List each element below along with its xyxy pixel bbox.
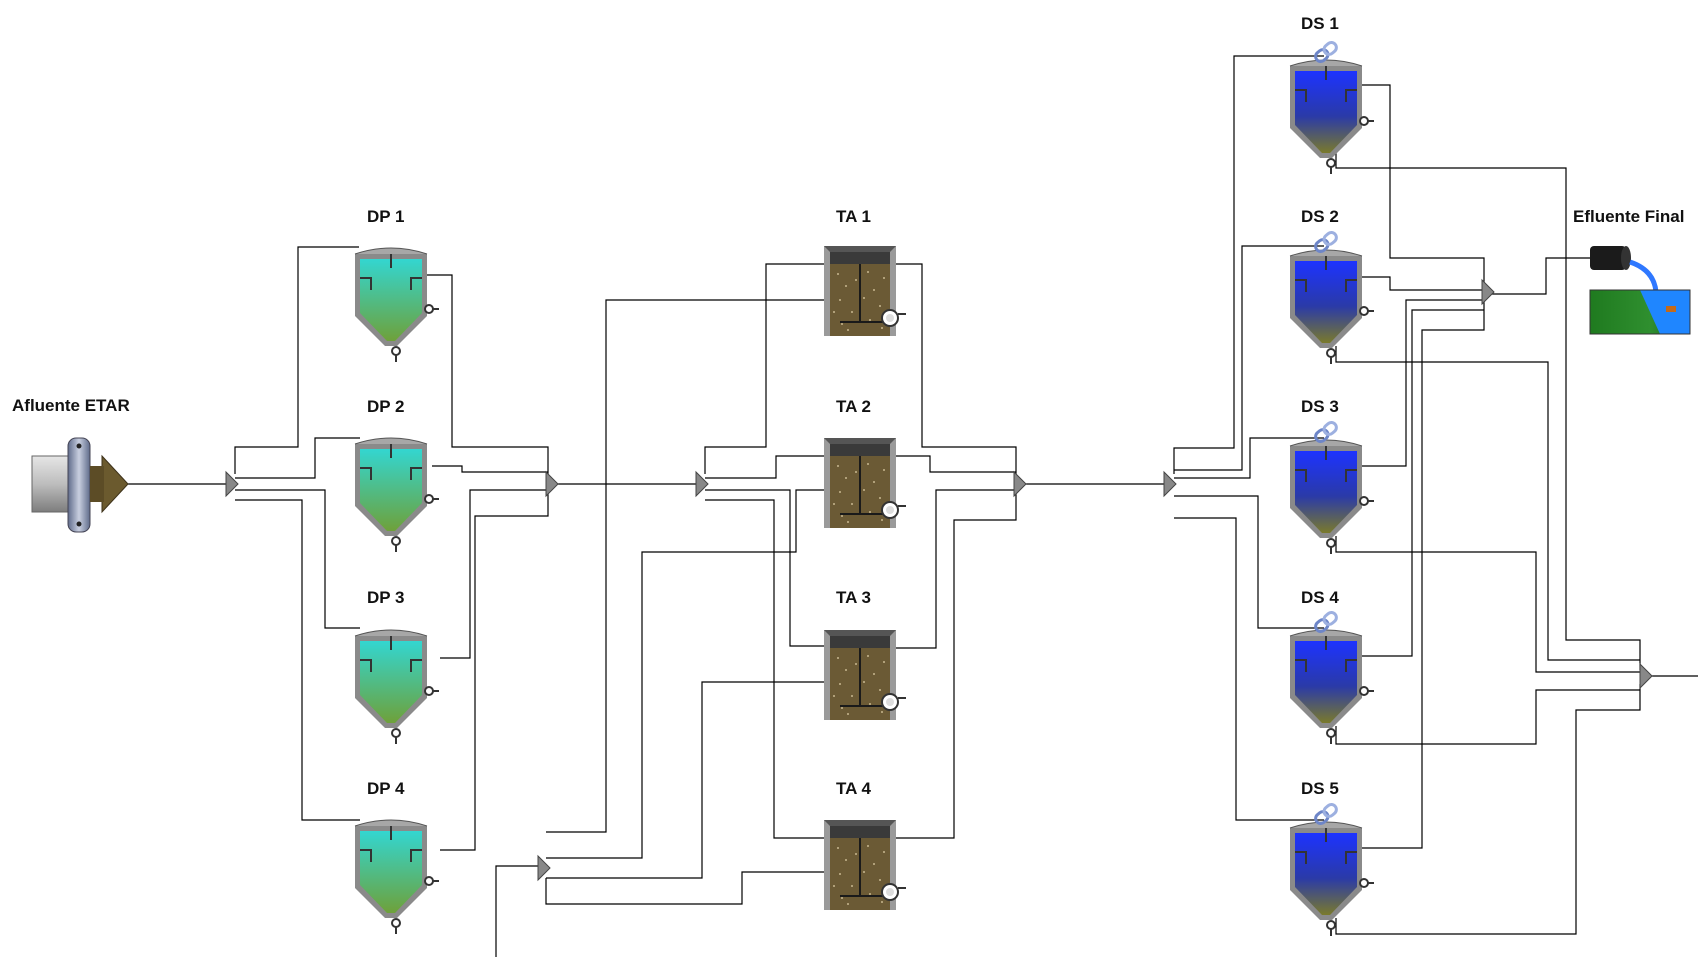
aeration-tank-ta4[interactable]: TA 4 — [823, 779, 907, 911]
clarifier-link-icon — [1288, 228, 1376, 366]
aeration-tank-icon — [823, 629, 907, 721]
secondary-clarifier-ds2[interactable]: DS 2 — [1288, 207, 1376, 366]
secondary-clarifier-ds3[interactable]: DS 3 — [1288, 397, 1376, 556]
dp4-label: DP 4 — [367, 779, 405, 798]
aeration-tank-ta2[interactable]: TA 2 — [823, 397, 907, 529]
mixer-2[interactable] — [1013, 471, 1027, 497]
clarifier-link-icon — [1288, 800, 1376, 938]
influent-label: Afluente ETAR — [12, 396, 130, 415]
splitter-3[interactable] — [1163, 471, 1177, 497]
effluent-mixer[interactable] — [1481, 279, 1495, 305]
effluent-unit[interactable]: Efluente Final — [1573, 207, 1691, 335]
mixer-1[interactable] — [545, 471, 559, 497]
river-discharge-icon — [1589, 246, 1691, 335]
primary-clarifier-dp4[interactable]: DP 4 — [354, 779, 440, 935]
ta3-label: TA 3 — [836, 588, 871, 607]
clarifier-icon — [354, 819, 440, 935]
aeration-tank-ta1[interactable]: TA 1 — [823, 207, 907, 337]
primary-clarifier-dp1[interactable]: DP 1 — [354, 207, 440, 363]
splitter-2[interactable] — [695, 471, 709, 497]
pipe-flange-icon — [31, 437, 129, 533]
aeration-tank-icon — [823, 437, 907, 529]
ta4-label: TA 4 — [836, 779, 871, 798]
recirculation-mixer[interactable] — [537, 855, 551, 881]
ds3-label: DS 3 — [1301, 397, 1339, 416]
clarifier-icon — [354, 629, 440, 745]
clarifier-link-icon — [1288, 418, 1376, 556]
ds1-label: DS 1 — [1301, 14, 1339, 33]
splitter-1[interactable] — [225, 471, 239, 497]
clarifier-icon — [354, 437, 440, 553]
clarifier-link-icon — [1288, 38, 1376, 176]
ds2-label: DS 2 — [1301, 207, 1339, 226]
primary-clarifier-dp2[interactable]: DP 2 — [354, 397, 440, 553]
ta2-label: TA 2 — [836, 397, 871, 416]
aeration-tank-icon — [823, 245, 907, 337]
pipe-network — [128, 55, 1698, 957]
clarifier-link-icon — [1288, 608, 1376, 746]
aeration-tank-ta3[interactable]: TA 3 — [823, 588, 907, 721]
aeration-tank-icon — [823, 819, 907, 911]
dp1-label: DP 1 — [367, 207, 405, 226]
effluent-label: Efluente Final — [1573, 207, 1684, 226]
primary-clarifier-dp3[interactable]: DP 3 — [354, 588, 440, 745]
ds4-label: DS 4 — [1301, 588, 1339, 607]
dp3-label: DP 3 — [367, 588, 405, 607]
secondary-clarifier-ds5[interactable]: DS 5 — [1288, 779, 1376, 938]
secondary-clarifier-ds4[interactable]: DS 4 — [1288, 588, 1376, 746]
ds5-label: DS 5 — [1301, 779, 1339, 798]
ta1-label: TA 1 — [836, 207, 871, 226]
influent-unit[interactable]: Afluente ETAR — [12, 396, 130, 533]
sludge-mixer[interactable] — [1639, 663, 1653, 689]
secondary-clarifier-ds1[interactable]: DS 1 — [1288, 14, 1376, 176]
clarifier-icon — [354, 247, 440, 363]
dp2-label: DP 2 — [367, 397, 405, 416]
